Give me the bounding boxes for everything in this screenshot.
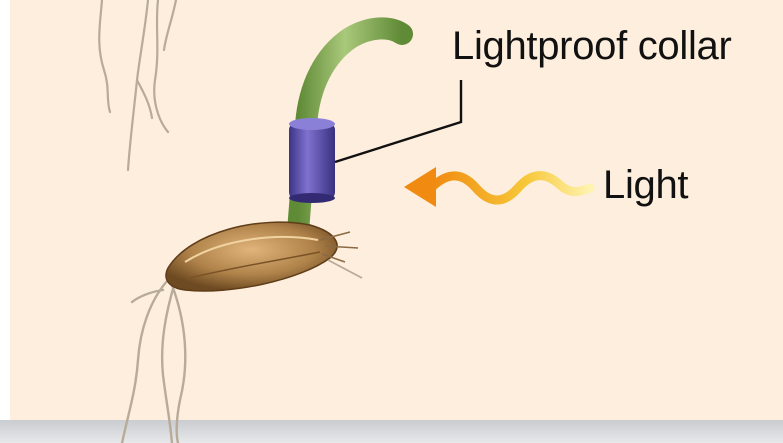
- light-wave-arrow-icon: [404, 167, 590, 207]
- label-light: Light: [603, 163, 688, 208]
- seed: [166, 222, 362, 291]
- upper-roots: [99, 0, 176, 170]
- lower-roots: [122, 280, 185, 443]
- lightproof-collar: [289, 118, 335, 203]
- collar-leader-line: [335, 80, 461, 162]
- label-lightproof-collar: Lightproof collar: [452, 24, 732, 69]
